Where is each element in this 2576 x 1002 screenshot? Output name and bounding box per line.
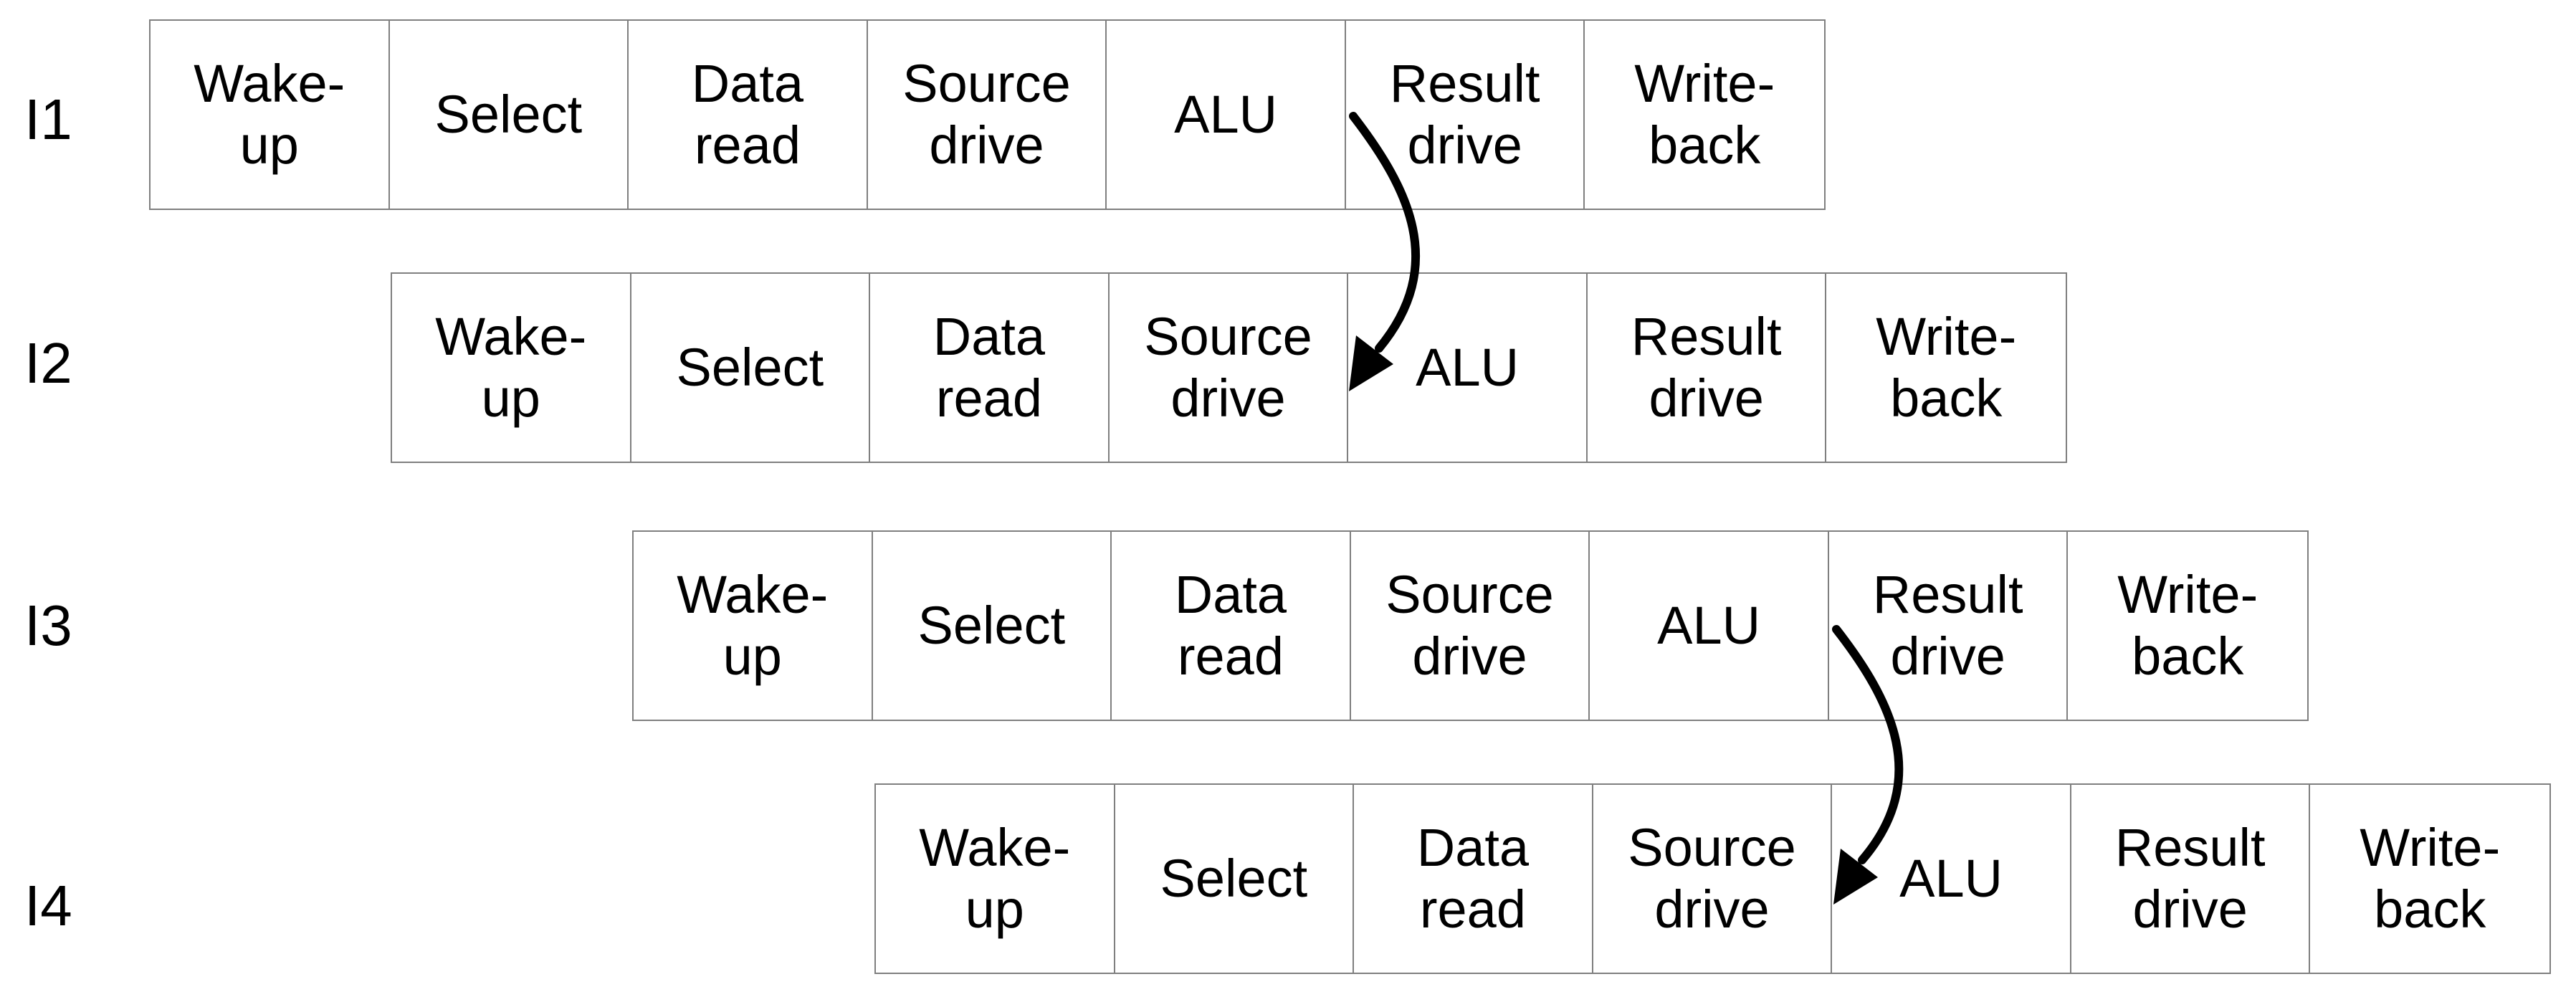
stage-result-drive: Result drive [1829, 532, 2069, 720]
stage-data-read: Data read [870, 274, 1110, 462]
stage-wakeup: Wake- up [392, 274, 631, 462]
stage-alu: ALU [1832, 785, 2071, 973]
pipeline-row-i4: Wake- up Select Data read Source drive A… [874, 783, 2551, 974]
stage-wakeup: Wake- up [876, 785, 1115, 973]
stage-data-read: Data read [1354, 785, 1593, 973]
instruction-label-i2: I2 [24, 331, 72, 395]
stage-select: Select [873, 532, 1112, 720]
stage-data-read: Data read [1112, 532, 1351, 720]
stage-select: Select [1115, 785, 1355, 973]
stage-alu: ALU [1107, 21, 1346, 209]
stage-source-drive: Source drive [1110, 274, 1349, 462]
stage-writeback: Write- back [2117, 565, 2258, 686]
stage-source-drive: Source drive [1351, 532, 1590, 720]
stage-select: Select [390, 21, 629, 209]
instruction-label-i3: I3 [24, 593, 72, 657]
stage-wakeup: Wake- up [634, 532, 873, 720]
stage-writeback: Write- back [1876, 307, 2017, 428]
stage-wakeup: Wake- up [151, 21, 390, 209]
stage-select: Select [631, 274, 871, 462]
stage-writeback: Write- back [1634, 54, 1775, 175]
pipeline-row-i2: Wake- up Select Data read Source drive A… [391, 272, 2067, 463]
stage-result-drive: Result drive [2071, 785, 2311, 973]
stage-alu: ALU [1348, 274, 1588, 462]
stage-result-drive: Result drive [1588, 274, 1827, 462]
stage-data-read: Data read [629, 21, 868, 209]
stage-source-drive: Source drive [1593, 785, 1833, 973]
stage-source-drive: Source drive [868, 21, 1107, 209]
pipeline-row-i3: Wake- up Select Data read Source drive A… [632, 530, 2309, 721]
instruction-label-i1: I1 [24, 87, 72, 151]
instruction-label-i4: I4 [24, 874, 72, 937]
stage-writeback: Write- back [2360, 818, 2501, 939]
stage-alu: ALU [1590, 532, 1829, 720]
stage-result-drive: Result drive [1346, 21, 1585, 209]
pipeline-row-i1: Wake- up Select Data read Source drive A… [149, 19, 1826, 210]
